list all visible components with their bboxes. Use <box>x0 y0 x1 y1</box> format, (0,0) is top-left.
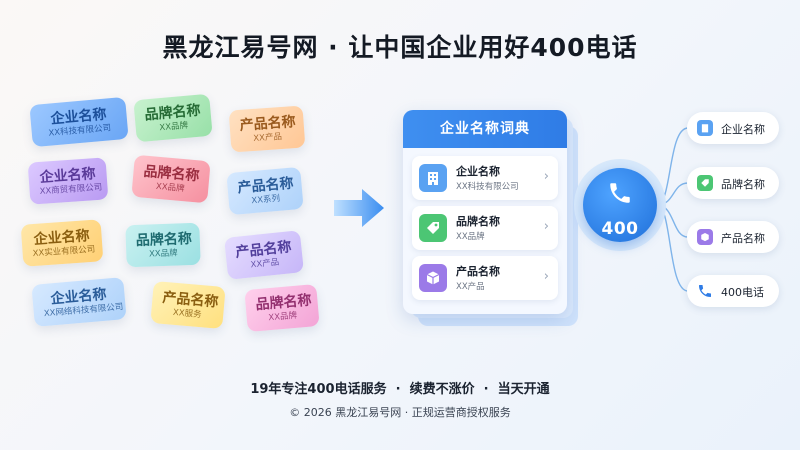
row-title: 产品名称 <box>456 265 500 278</box>
phone-circle <box>583 168 657 242</box>
output-pill-company[interactable]: 企业名称 <box>687 112 779 144</box>
row-subtitle: XX产品 <box>456 282 485 292</box>
output-label: 品牌名称 <box>721 178 765 191</box>
dictionary-row-product[interactable]: 产品名称 XX产品 › <box>412 256 558 300</box>
dictionary-title: 企业名称词典 <box>403 110 567 148</box>
chevron-right-icon: › <box>543 169 549 184</box>
row-subtitle: XX品牌 <box>456 232 485 242</box>
dictionary-row-company[interactable]: 企业名称 XX科技有限公司 › <box>412 156 558 200</box>
box-icon <box>419 264 447 292</box>
chevron-right-icon: › <box>543 219 549 234</box>
building-icon <box>697 120 713 136</box>
dictionary-card: 企业名称词典 企业名称 XX科技有限公司 › 品牌名称 XX品牌 › 产品名称 … <box>403 110 567 314</box>
copyright-line: © 2026 黑龙江易号网 · 正规运营商授权服务 <box>289 406 511 419</box>
tag-icon <box>419 214 447 242</box>
phone-number-400: 400 <box>601 219 639 239</box>
box-icon <box>697 229 713 245</box>
row-title: 企业名称 <box>456 165 500 178</box>
output-pill-product[interactable]: 产品名称 <box>687 221 779 253</box>
page-title: 黑龙江易号网 · 让中国企业用好400电话 <box>162 33 638 62</box>
tag-icon <box>697 175 713 191</box>
dictionary-row-brand[interactable]: 品牌名称 XX品牌 › <box>412 206 558 250</box>
chevron-right-icon: › <box>543 269 549 284</box>
output-pill-brand[interactable]: 品牌名称 <box>687 167 779 199</box>
building-icon <box>419 164 447 192</box>
phone-icon <box>697 283 713 299</box>
feature-line: 19年专注400电话服务 · 续费不涨价 · 当天开通 <box>250 382 550 397</box>
phone-icon <box>610 183 630 203</box>
row-title: 品牌名称 <box>456 215 500 228</box>
output-pill-400[interactable]: 400电话 <box>687 275 779 307</box>
output-label: 产品名称 <box>721 232 765 245</box>
row-subtitle: XX科技有限公司 <box>456 182 519 192</box>
output-label: 400电话 <box>721 286 764 299</box>
output-label: 企业名称 <box>721 123 765 136</box>
arrow-right-icon <box>334 189 384 227</box>
